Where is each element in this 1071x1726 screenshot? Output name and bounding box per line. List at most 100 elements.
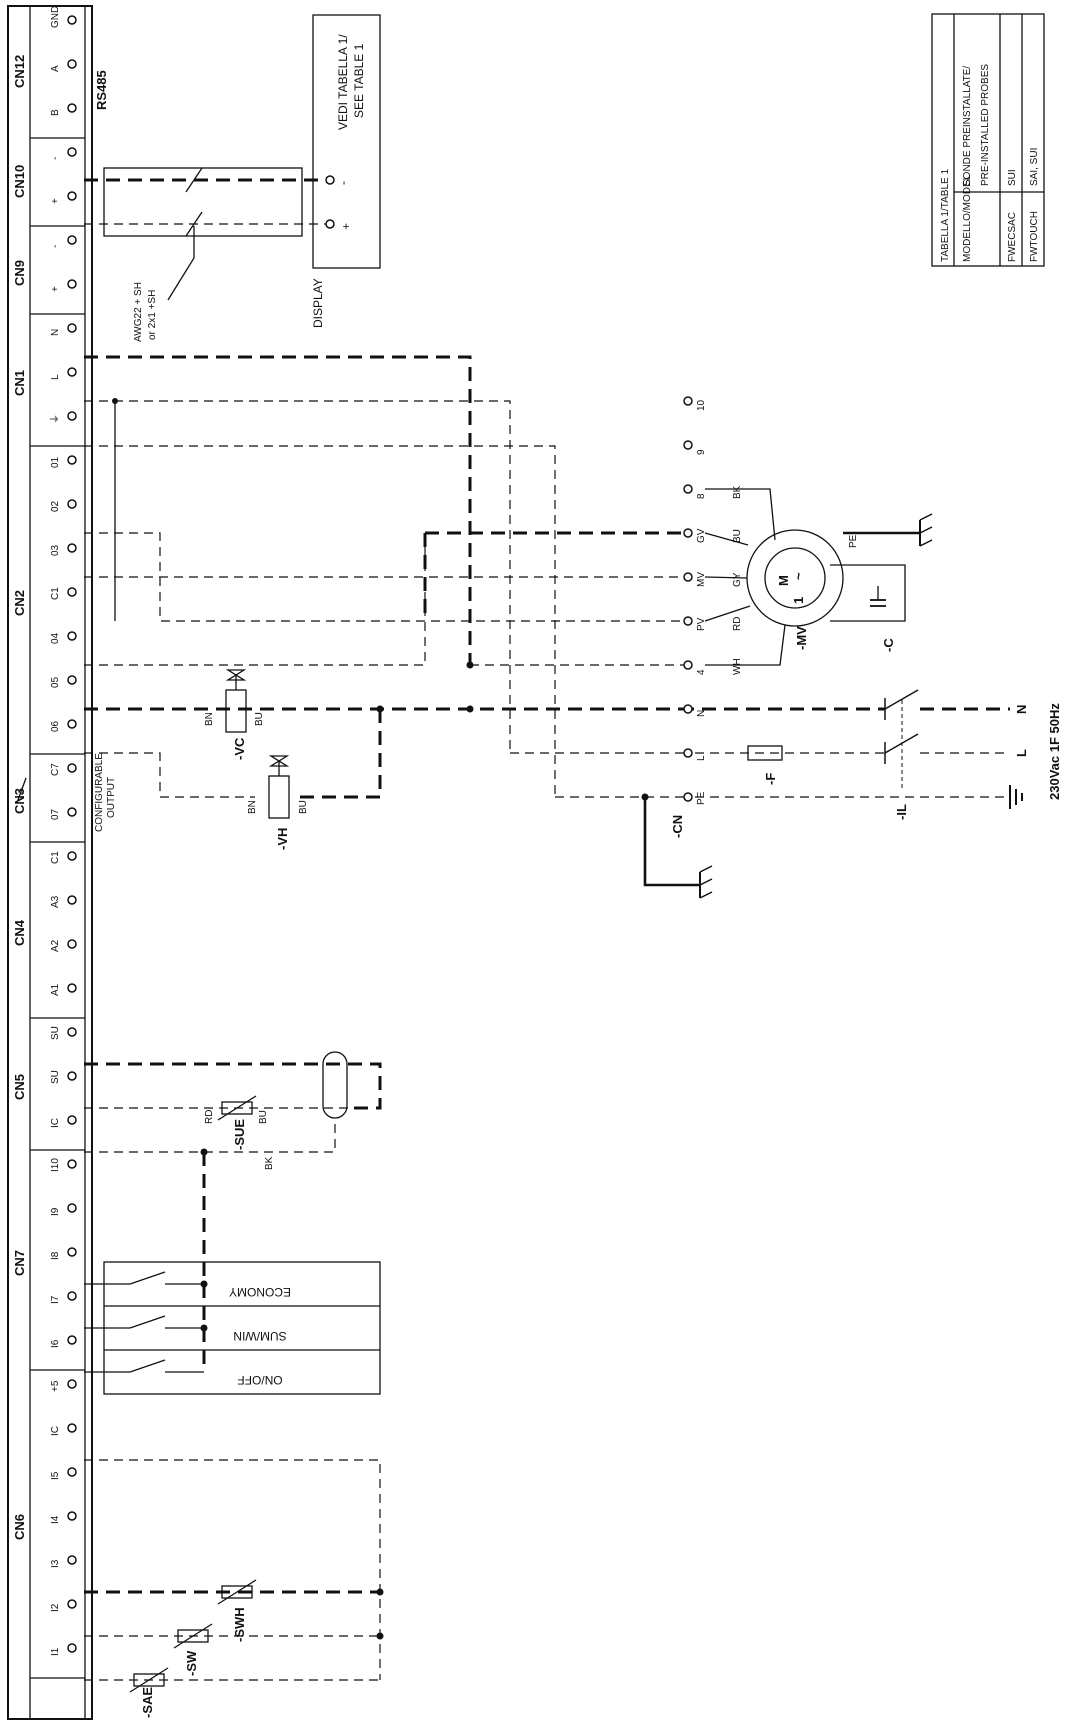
wire-valve-common [300, 709, 382, 799]
pin-label: I3 [50, 1559, 61, 1568]
valve-vc-icon [225, 669, 247, 681]
cn-label: -CN [670, 815, 685, 838]
table-row1-model: FWECSAC [1007, 212, 1018, 262]
pin-label: I8 [50, 1251, 61, 1260]
pin-label: I2 [50, 1603, 61, 1612]
display-pin-plus: + [339, 223, 353, 230]
terminal-screw [67, 1071, 77, 1081]
motor-terminal [683, 440, 693, 450]
pin-label: A [50, 65, 61, 72]
see-table-label-1: VEDI TABELLA 1/ [336, 34, 350, 130]
probe-sw-arrow [173, 1623, 213, 1649]
wire-motor-8 [705, 488, 776, 541]
terminal-screw [67, 147, 77, 157]
wire-motor-gv [704, 532, 749, 546]
supply-terminal [683, 748, 693, 758]
supply-terminal [683, 704, 693, 714]
isolator-blade [884, 689, 919, 710]
probe-sue-body [221, 1101, 253, 1115]
probe-sw-label: -SW [184, 1650, 199, 1676]
connector-label: CN3 [12, 788, 27, 814]
table-header-probes-2: PRE-INSTALLED PROBES [980, 64, 991, 186]
valve-vh-bu: BU [298, 800, 309, 814]
controller-board [7, 5, 93, 1720]
wire-cn1-n [84, 355, 472, 665]
terminal-screw [67, 939, 77, 949]
pin-label: A2 [50, 939, 61, 952]
pin-label: 01 [50, 456, 61, 468]
capacitor-label: -C [881, 638, 896, 652]
valve-vh-body [268, 775, 290, 819]
motor-tilde: ~ [791, 572, 806, 580]
probe-swh-body [221, 1585, 253, 1599]
terminal-screw [67, 807, 77, 817]
table-1 [931, 13, 1045, 267]
pin-label: I1 [50, 1647, 61, 1656]
pin-label: 06 [50, 720, 61, 732]
motor-terminal-label: GV [696, 528, 707, 543]
motor-terminal [683, 660, 693, 670]
wire-earth [643, 797, 700, 887]
terminal-screw [67, 851, 77, 861]
pin-label: IC [50, 1118, 61, 1128]
pin-label: 05 [50, 676, 61, 688]
terminal-screw [67, 411, 77, 421]
terminal-screw [67, 323, 77, 333]
terminal-screw [67, 1379, 77, 1389]
junction-dot [200, 1280, 208, 1288]
motor-terminal [683, 484, 693, 494]
capacitor-wire [830, 564, 906, 622]
motor-pe-label: PE [848, 534, 859, 548]
wire-motor-pv [704, 605, 751, 622]
pin-label: I5 [50, 1471, 61, 1480]
mains-n-label: N [1014, 705, 1029, 714]
awg-label-2: or 2x1 +SH [147, 290, 158, 340]
terminal-screw [67, 1599, 77, 1609]
motor-terminal-label: MV [696, 572, 707, 587]
pin-label: GND [50, 6, 61, 28]
table-row2-model: FWTOUCH [1029, 211, 1040, 262]
table-row1-probe: SUI [1007, 169, 1018, 186]
connector-label: CN12 [12, 55, 27, 88]
terminal-screw [67, 719, 77, 729]
earth-icon [699, 865, 713, 899]
pin-label: A3 [50, 895, 61, 908]
motor-m: M [776, 575, 791, 586]
connector-label: CN10 [12, 165, 27, 198]
wire-motor-4 [705, 624, 786, 666]
terminal-screw [67, 1423, 77, 1433]
motor-terminal-label: PV [696, 617, 707, 631]
junction-dot [641, 793, 649, 801]
pin-label: + [50, 286, 61, 292]
probe-sue-bu: BU [258, 1110, 269, 1124]
connector-label: CN2 [12, 590, 27, 616]
isolator-label: -IL [894, 804, 909, 820]
terminal-screw [67, 103, 77, 113]
bus-cable-shield [103, 167, 303, 237]
connector-label: CN5 [12, 1074, 27, 1100]
motor-1: 1 [791, 597, 806, 604]
supply-terminal-label: PE [696, 791, 707, 805]
terminal-screw [67, 895, 77, 905]
wire-cn5-ic [84, 1120, 336, 1153]
motor-terminal-label: 10 [696, 399, 707, 411]
terminal-screw [67, 191, 77, 201]
terminal-screw [67, 279, 77, 289]
junction-dot [376, 1632, 384, 1640]
pin-label: C1 [50, 587, 61, 600]
pin-label: 07 [50, 808, 61, 820]
switch-sumwin [129, 1315, 166, 1329]
terminal-screw [67, 763, 77, 773]
probe-sue-rd: RD [204, 1110, 215, 1124]
display-box [312, 14, 381, 269]
table-row2-probe: SAI, SUI [1029, 148, 1040, 186]
probe-sue-arrow [217, 1095, 257, 1121]
junction-dot [112, 398, 118, 404]
motor-wire-color: GY [732, 572, 743, 587]
pin-label: 03 [50, 544, 61, 556]
terminal-screw [67, 1247, 77, 1257]
bus-wire-cut [185, 167, 203, 193]
